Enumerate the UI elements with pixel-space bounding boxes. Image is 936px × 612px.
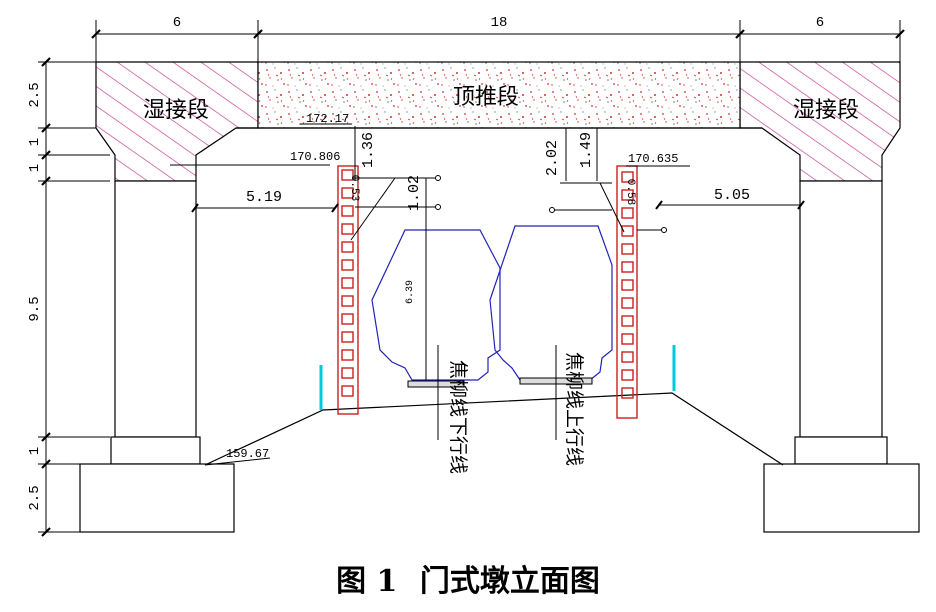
- segment-wet-right: 湿接段: [793, 98, 859, 123]
- cap-beam: [95, 61, 901, 182]
- gap-left: 1.36: [360, 132, 377, 168]
- gauge-left: [371, 229, 501, 381]
- track-down-label: 焦柳线下行线: [447, 360, 469, 474]
- ground-line: [204, 392, 784, 466]
- right-column: [763, 180, 920, 533]
- pile-left-label: 0.53: [348, 175, 360, 201]
- dim-left-6: 2.5: [27, 485, 43, 510]
- elev-ground: 159.67: [226, 447, 269, 461]
- segment-wet-left: 湿接段: [143, 98, 209, 123]
- top-dimensions: [91, 20, 905, 62]
- dim-left-2: 1: [27, 138, 43, 146]
- dim-left-1: 2.5: [27, 82, 43, 107]
- measure-lines: [170, 123, 805, 466]
- elev-left: 170.806: [290, 150, 340, 164]
- dim-top-left: 6: [173, 15, 181, 31]
- pier-elevation-drawing: 6 18 6 2.5 1 1 9.5 1 2.5 湿接段 顶推段 湿接段: [27, 15, 920, 537]
- figure-number: 图 1: [336, 564, 398, 599]
- pile-right-label: 0.58: [624, 179, 636, 205]
- left-pile: [337, 165, 359, 415]
- segment-push: 顶推段: [453, 85, 519, 110]
- figure-caption: 图 1 门式墩立面图: [0, 556, 936, 600]
- clear-left: 5.19: [246, 189, 282, 206]
- dim-left-5: 1: [27, 447, 43, 455]
- gap-right-b: 1.49: [578, 132, 595, 168]
- gauge-right: [489, 225, 613, 381]
- gauge-height: 6.39: [405, 280, 416, 304]
- elev-top-mid: 172.17: [306, 112, 349, 126]
- left-dimensions: [38, 57, 110, 537]
- clear-right: 5.05: [714, 187, 750, 204]
- measure-dots: [435, 175, 667, 233]
- figure-title: 门式墩立面图: [419, 564, 600, 599]
- offset-left: 1.02: [406, 175, 423, 211]
- dim-left-3: 1: [27, 164, 43, 172]
- dim-top-right: 6: [816, 15, 824, 31]
- track-up-label: 焦柳线上行线: [563, 352, 585, 466]
- dim-left-4: 9.5: [27, 296, 43, 321]
- left-column: [79, 180, 235, 533]
- dim-top-mid: 18: [491, 15, 508, 31]
- elev-right: 170.635: [628, 152, 678, 166]
- gap-right-a: 2.02: [544, 140, 561, 176]
